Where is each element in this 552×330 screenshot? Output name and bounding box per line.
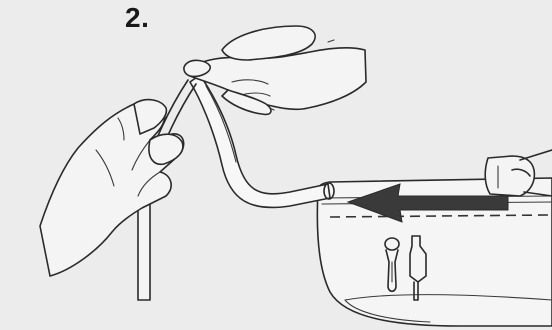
lower-hand — [40, 100, 184, 276]
